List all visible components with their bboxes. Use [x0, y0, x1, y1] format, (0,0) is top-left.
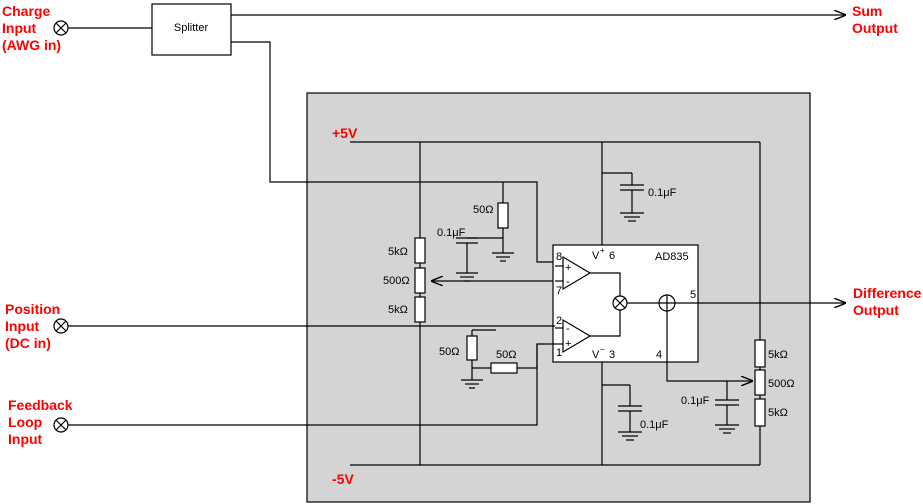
svg-text:5: 5: [690, 289, 696, 301]
svg-text:Output: Output: [852, 20, 898, 36]
splitter-label: Splitter: [174, 22, 209, 34]
svg-text:6: 6: [609, 250, 615, 262]
svg-text:−: −: [600, 345, 605, 354]
cap-bottom-mid-label: 0.1μF: [640, 419, 669, 431]
svg-text:+: +: [600, 246, 605, 255]
svg-text:+: +: [565, 338, 571, 350]
opamp-top: + -: [562, 255, 592, 291]
chip-pin-numbers: 8 7 2 1 V + 6 V − 3 4 5: [556, 246, 696, 361]
svg-text:-: -: [566, 276, 570, 288]
resistor-5k-left-bottom-label: 5kΩ: [388, 304, 408, 316]
feedback-input-wire: [68, 343, 555, 426]
resistor-50-top-label: 50Ω: [473, 204, 493, 216]
svg-text:(AWG in): (AWG in): [2, 37, 61, 53]
difference-output-label: Difference Output: [853, 285, 922, 318]
pot-500-left: [414, 267, 426, 294]
svg-text:Sum: Sum: [852, 3, 882, 19]
resistor-5k-right-top-label: 5kΩ: [768, 349, 788, 361]
summer-icon: [658, 294, 676, 312]
bottom-right-decoupling: [715, 381, 739, 434]
pot-500-right-label: 500Ω: [768, 378, 795, 390]
pot-500-right: [754, 369, 766, 396]
chip-internal-wires: [555, 265, 845, 381]
svg-text:1: 1: [556, 347, 562, 359]
feedback-input-label: Feedback Loop Input: [8, 397, 73, 447]
svg-text:Loop: Loop: [8, 414, 42, 430]
minus-5v-label: -5V: [332, 471, 354, 487]
resistor-5k-left-top-label: 5kΩ: [388, 246, 408, 258]
mid-bias-network: [461, 329, 538, 389]
top-right-decoupling: [601, 142, 644, 245]
supply-rails: [350, 141, 761, 466]
position-input-connector-icon: [53, 318, 69, 334]
resistor-50-top: [497, 202, 509, 229]
plus-5v-label: +5V: [332, 125, 358, 141]
cap-bottom-right-label: 0.1μF: [681, 395, 710, 407]
position-input-label: Position Input (DC in): [5, 301, 60, 351]
svg-text:Input: Input: [5, 318, 40, 334]
svg-text:-: -: [566, 323, 570, 335]
svg-text:Input: Input: [8, 431, 43, 447]
svg-text:3: 3: [609, 349, 615, 361]
svg-text:Position: Position: [5, 301, 60, 317]
feedback-input-connector-icon: [53, 417, 69, 433]
svg-text:Difference: Difference: [853, 285, 922, 301]
chip-label: AD835: [655, 251, 689, 263]
svg-text:Charge: Charge: [2, 3, 50, 19]
svg-text:Output: Output: [853, 302, 899, 318]
svg-text:V: V: [592, 250, 600, 262]
opamp-bottom: - +: [562, 318, 592, 354]
svg-text:8: 8: [556, 251, 562, 263]
resistor-5k-right-bottom: [754, 398, 766, 427]
svg-text:2: 2: [556, 315, 562, 327]
pot-500-left-label: 500Ω: [383, 275, 410, 287]
svg-text:V: V: [592, 349, 600, 361]
resistor-50-mid-vertical: [466, 335, 478, 361]
splitter-block: [151, 3, 232, 56]
charge-input-label: Charge Input (AWG in): [2, 3, 61, 53]
resistor-50-mid-horizontal-label: 50Ω: [496, 349, 516, 361]
wires-top: [68, 15, 845, 263]
svg-text:+: +: [565, 262, 571, 274]
svg-text:Feedback: Feedback: [8, 397, 73, 413]
sum-output-label: Sum Output: [852, 3, 898, 36]
top-bias-network: [456, 182, 514, 282]
resistor-5k-left-bottom: [414, 296, 426, 323]
cap-top-left-label: 0.1μF: [437, 227, 466, 239]
resistor-5k-right-bottom-label: 5kΩ: [768, 407, 788, 419]
multiplier-icon: [612, 295, 628, 311]
resistor-5k-left-top: [414, 237, 426, 264]
resistor-5k-right-top: [754, 339, 766, 368]
svg-text:4: 4: [656, 349, 662, 361]
svg-text:7: 7: [556, 285, 562, 297]
cap-top-right-label: 0.1μF: [648, 187, 677, 199]
svg-text:(DC in): (DC in): [5, 335, 51, 351]
bottom-mid-decoupling: [601, 362, 642, 465]
svg-text:Input: Input: [2, 20, 37, 36]
resistor-50-mid-horizontal: [490, 362, 518, 374]
charge-input-connector-icon: [53, 20, 69, 36]
resistor-50-mid-vertical-label: 50Ω: [439, 346, 459, 358]
